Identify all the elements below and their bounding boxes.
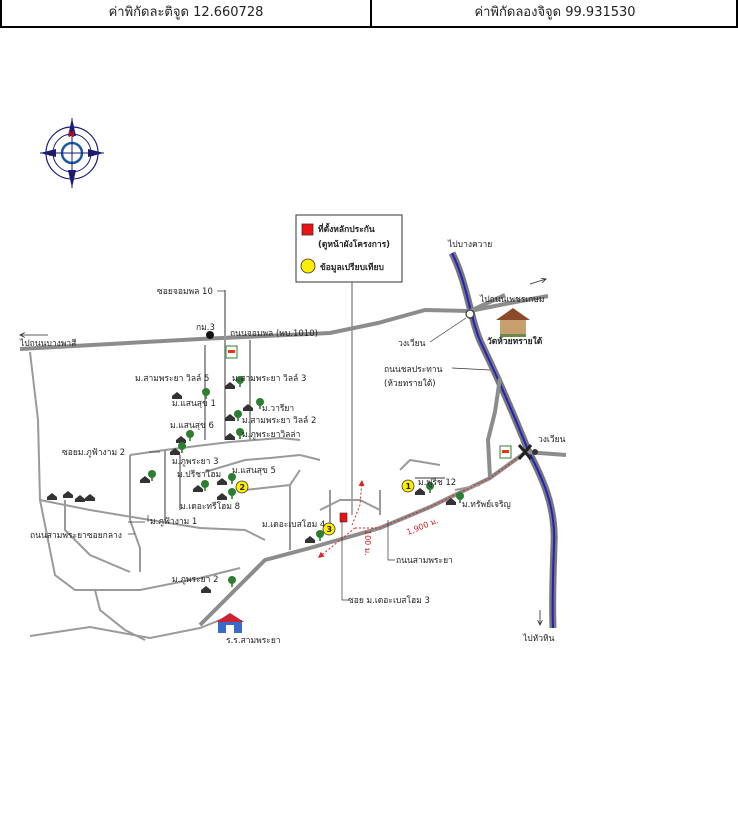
label-chon-prathan-road: ถนนชลประทาน — [384, 365, 443, 375]
compass-east: E — [90, 151, 94, 158]
roundabout-icon — [465, 309, 475, 319]
label-school: ร.ร.สามพระยา — [226, 636, 281, 646]
house-icons — [47, 382, 456, 593]
arrow-east — [529, 279, 546, 285]
label-saen-suk5: ม.แสนสุข 5 — [232, 466, 276, 476]
comparable-icon — [300, 258, 316, 274]
label-fu-rich12: ม.ฟูริช 12 — [418, 478, 456, 488]
legend-comparable: ข้อมูลเปรียบเทียบ — [320, 262, 384, 273]
comparable-marker-2: 2 — [235, 480, 249, 494]
map-labels: ไปบางควาย ไปถนนเพชรเกษม ไปหัวหิน ไปถนนบา… — [19, 239, 566, 646]
label-soi-phu-fah-ngam2: ซอยม.ภูฟ้างาม 2 — [62, 447, 125, 458]
collateral-icon — [301, 223, 314, 236]
label-to-bang-phasi: ไปถนนบางพาสี — [19, 338, 77, 349]
label-wariya: ม.วารียา — [262, 403, 294, 414]
roundabout-icon — [532, 449, 538, 455]
svg-text:1: 1 — [406, 482, 412, 491]
temple-icon — [496, 308, 530, 337]
secondary-roads — [29, 290, 481, 641]
label-soi-the-best-home3: ซอย ม.เดอะเบสโฮม 3 — [348, 595, 430, 606]
label-sam-phraya-villa5: ม.สามพระยา วิลล์ 5 — [135, 373, 209, 384]
distance-100-path — [351, 479, 365, 526]
intersection-icon — [517, 444, 533, 460]
label-phu-phraya2: ม.ภูพระยา 2 — [172, 575, 219, 585]
label-sam-phraya-road: ถนนสามพระยา — [396, 556, 453, 566]
school-icon — [216, 613, 244, 633]
label-the-tree-home8: ม.เดอะทรีโฮม 8 — [180, 501, 240, 512]
label-km3: กม.3 — [196, 323, 215, 333]
latitude-label: ค่าพิกัดละติจูด 12.660728 — [108, 5, 264, 20]
compass-south: S — [69, 173, 73, 180]
store-icon — [225, 345, 238, 359]
label-the-best-home4: ม.เดอะเบสโฮม 4 — [262, 519, 325, 530]
label-saen-suk1: ม.แสนสุข 1 — [172, 399, 216, 409]
label-jom-phon-road: ถนนจอมพล (พบ.1010) — [230, 329, 318, 339]
label-chon-prathan-note: (ห้วยทรายใต้) — [384, 378, 436, 389]
label-sam-phraya-villa2: ม.สามพระยา วิลล์ 2 — [242, 415, 316, 426]
svg-text:2: 2 — [240, 483, 246, 492]
svg-text:3: 3 — [327, 525, 333, 534]
km3-point — [206, 331, 214, 339]
coordinate-divider — [370, 0, 372, 26]
label-to-hua-hin: ไปหัวหิน — [522, 633, 555, 644]
legend-collateral: ที่ตั้งหลักประกัน — [318, 222, 375, 235]
label-roundabout-top: วงเวียน — [398, 338, 426, 349]
compass-west: W — [48, 151, 54, 158]
label-soi-jom-phon-10: ซอยจอมพล 10 — [157, 287, 213, 297]
label-to-phetkasem: ไปถนนเพชรเกษม — [479, 294, 545, 305]
label-wat: วัดห้วยทรายใต้ — [487, 336, 543, 347]
label-sam-phraya-villa3: ม.สามพระยา วิลล์ 3 — [232, 373, 306, 384]
label-pricha-home: ม.ปรีชาโฮม — [177, 469, 221, 480]
collateral-marker — [339, 512, 348, 523]
label-phu-phraya3: ม.ภูพระยา 3 — [172, 457, 219, 467]
distance-1900-label: 1,900 ม. — [405, 516, 439, 537]
coordinate-bar: ค่าพิกัดละติจูด 12.660728 ค่าพิกัดลองจิจ… — [0, 0, 738, 28]
store-icon — [499, 445, 512, 459]
legend: ที่ตั้งหลักประกัน (ดูหน้าผังโครงการ) ข้อ… — [295, 214, 403, 283]
label-roundabout-right: วงเวียน — [538, 434, 566, 445]
label-to-bang-kwai: ไปบางควาย — [447, 239, 492, 250]
label-phu-fah-ngam1: ม.ภูฟ้างาม 1 — [150, 516, 197, 527]
label-sam-phraya-klang-road: ถนนสามพระยาซอยกลาง — [30, 531, 122, 541]
compass-icon: N S E W — [40, 118, 104, 188]
distance-1900-path — [355, 451, 527, 529]
coordinate-underline — [600, 26, 738, 28]
label-phu-phraya-villa: ม.ภูพระยาวิลล่า — [242, 430, 300, 440]
comparable-marker-3: 3 — [322, 522, 336, 536]
longitude-label: ค่าพิกัดลองจิจูด 99.931530 — [474, 5, 636, 20]
comparable-marker-1: 1 — [401, 479, 415, 493]
distance-100-label: 100 ม. — [363, 530, 372, 556]
compass-north: N — [68, 130, 75, 139]
leader-lines — [128, 290, 491, 601]
label-saen-suk6: ม.แสนสุข 6 — [170, 421, 214, 431]
main-roads — [19, 293, 567, 627]
label-sap-charoen: ม.ทรัพย์เจริญ — [462, 499, 511, 510]
legend-collateral-note: (ดูหน้าผังโครงการ) — [318, 239, 390, 250]
